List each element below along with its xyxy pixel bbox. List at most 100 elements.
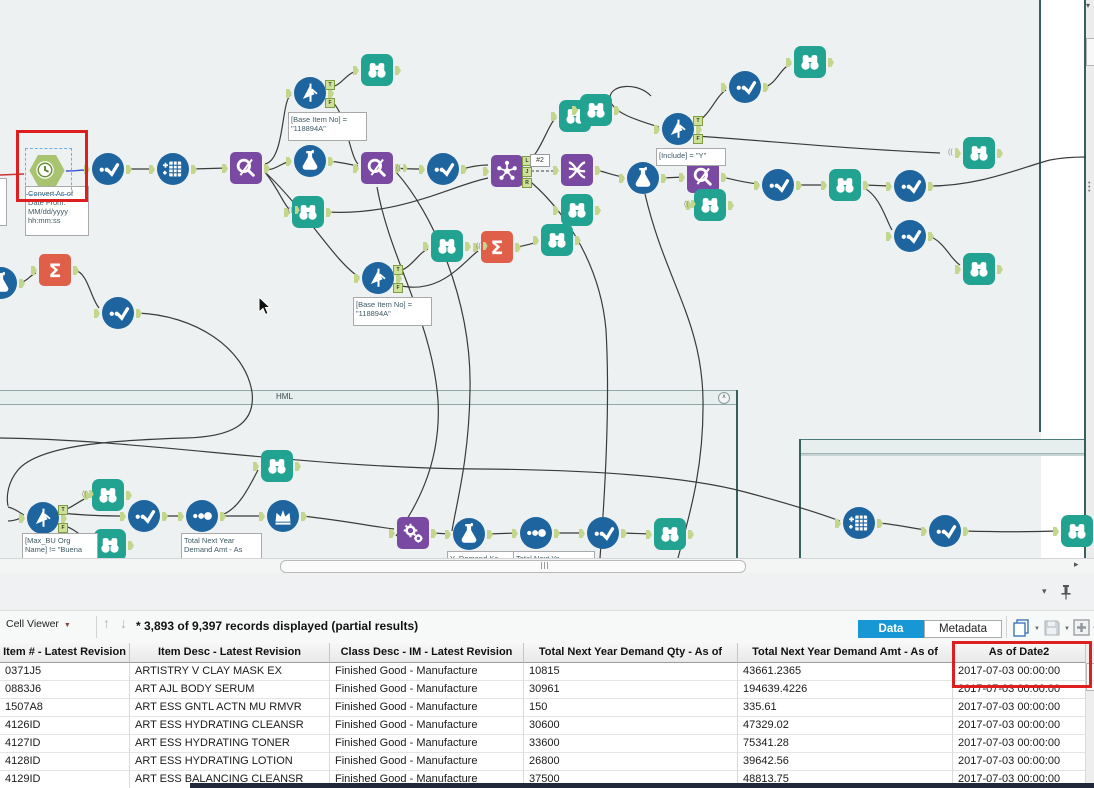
table-cell[interactable]: 4127ID <box>0 735 130 753</box>
tool-multidots[interactable] <box>186 500 218 532</box>
cell-viewer-dropdown[interactable]: Cell Viewer▼ <box>6 618 71 630</box>
table-cell[interactable]: 2017-07-03 00:00:00 <box>953 699 1086 717</box>
anchor-r[interactable]: R <box>522 178 532 188</box>
table-cell[interactable]: 4129ID <box>0 771 130 788</box>
tool-browse[interactable] <box>261 450 293 482</box>
table-cell[interactable]: 4126ID <box>0 717 130 735</box>
pin-icon[interactable] <box>1060 584 1072 600</box>
tool-formula[interactable] <box>453 518 485 550</box>
tool-browse[interactable] <box>580 94 612 126</box>
add-window-icon[interactable] <box>1072 618 1092 638</box>
tool-browse[interactable] <box>92 479 124 511</box>
column-header[interactable]: As of Date2 <box>953 643 1086 663</box>
column-header[interactable]: Total Next Year Demand Qty - As of <box>524 643 738 663</box>
anchor-f[interactable]: F <box>393 283 403 293</box>
table-cell[interactable]: 2017-07-03 00:00:00 <box>953 663 1086 681</box>
table-cell[interactable]: ART ESS GNTL ACTN MU RMVR <box>130 699 330 717</box>
panel-menu-icon[interactable]: ▾ <box>1042 586 1047 596</box>
tool-browse[interactable] <box>963 137 995 169</box>
tool-unique[interactable] <box>729 71 761 103</box>
up-arrow-icon[interactable]: ↑ <box>103 615 110 631</box>
table-cell[interactable]: Finished Good - Manufacture <box>330 681 524 699</box>
table-cell[interactable]: 2017-07-03 00:00:00 <box>953 753 1086 771</box>
tool-annotation[interactable]: Total Next Ye <box>513 551 595 558</box>
tool-annotation[interactable]: [Base Item No] = "118894A" <box>288 112 367 141</box>
table-vscrollbar-track[interactable] <box>1086 643 1094 788</box>
tool-sigma[interactable] <box>39 254 71 286</box>
column-header[interactable]: Item Desc - Latest Revision <box>130 643 330 663</box>
column-header[interactable]: Class Desc - IM - Latest Revision <box>330 643 524 663</box>
tool-browse[interactable] <box>794 46 826 78</box>
tool-formula[interactable] <box>627 162 659 194</box>
table-cell[interactable]: Finished Good - Manufacture <box>330 663 524 681</box>
chevron-down-icon[interactable]: ▼ <box>1034 626 1040 632</box>
copy-icon[interactable] <box>1012 618 1032 638</box>
tab-metadata[interactable]: Metadata <box>924 620 1002 638</box>
table-cell[interactable]: ART ESS HYDRATING LOTION <box>130 753 330 771</box>
tool-annotation[interactable]: [Base Item No] = "118894A" <box>353 297 432 326</box>
anchor-f[interactable]: F <box>325 98 335 108</box>
tab-data[interactable]: Data <box>858 620 924 638</box>
tool-crown[interactable] <box>267 500 299 532</box>
tool-tablesparkle[interactable] <box>157 153 189 185</box>
table-cell[interactable]: 4128ID <box>0 753 130 771</box>
table-cell[interactable]: Finished Good - Manufacture <box>330 717 524 735</box>
tool-browse[interactable] <box>431 230 463 262</box>
tool-select[interactable] <box>687 161 719 193</box>
table-cell[interactable]: 33600 <box>524 735 738 753</box>
table-cell[interactable]: 75341.28 <box>738 735 953 753</box>
container-hml-header[interactable] <box>0 390 738 405</box>
tool-browse[interactable] <box>694 189 726 221</box>
table-cell[interactable]: 47329.02 <box>738 717 953 735</box>
chevron-down-icon[interactable]: ▼ <box>1092 626 1094 632</box>
table-cell[interactable]: 0371J5 <box>0 663 130 681</box>
tool-unique[interactable] <box>762 169 794 201</box>
container2-header[interactable] <box>799 439 1094 454</box>
tool-formula[interactable] <box>294 145 326 177</box>
table-cell[interactable]: 43661.2365 <box>738 663 953 681</box>
tool-select[interactable] <box>230 152 262 184</box>
tool-annotation[interactable]: Total Next Year Demand Amt - As <box>181 533 262 558</box>
tool-annotation[interactable]: Y- Demand Ke <box>447 551 517 558</box>
table-cell[interactable]: ART ESS HYDRATING TONER <box>130 735 330 753</box>
table-cell[interactable]: 2017-07-03 00:00:00 <box>953 735 1086 753</box>
table-cell[interactable]: 335.61 <box>738 699 953 717</box>
tool-gears[interactable] <box>397 517 429 549</box>
table-cell[interactable]: Finished Good - Manufacture <box>330 753 524 771</box>
anchor-t[interactable]: T <box>693 116 703 126</box>
tool-unique[interactable] <box>587 517 619 549</box>
anchor-f[interactable]: F <box>58 523 68 533</box>
canvas-hscrollbar-thumb[interactable] <box>280 560 746 573</box>
table-cell[interactable]: 194639.4226 <box>738 681 953 699</box>
tool-select[interactable] <box>361 152 393 184</box>
scroll-right-icon[interactable]: ▸ <box>1074 559 1079 569</box>
table-cell[interactable]: 150 <box>524 699 738 717</box>
tool-annotation[interactable]: [Include] = "Y" <box>656 148 726 166</box>
tool-unique[interactable] <box>427 153 459 185</box>
tool-browse[interactable] <box>1061 515 1093 547</box>
tool-browse[interactable] <box>829 169 861 201</box>
table-cell[interactable]: Finished Good - Manufacture <box>330 699 524 717</box>
table-cell[interactable]: ART AJL BODY SERUM <box>130 681 330 699</box>
tool-formula[interactable] <box>0 267 17 299</box>
tool-unique[interactable] <box>894 170 926 202</box>
tool-unique[interactable] <box>102 297 134 329</box>
table-cell[interactable]: 26800 <box>524 753 738 771</box>
table-cell[interactable]: ARTISTRY V CLAY MASK EX <box>130 663 330 681</box>
tool-unique[interactable] <box>894 220 926 252</box>
anchor-j[interactable]: J <box>522 167 532 177</box>
tool-browse[interactable] <box>963 253 995 285</box>
tool-browse[interactable] <box>561 194 593 226</box>
table-cell[interactable]: 2017-07-03 00:00:00 <box>953 717 1086 735</box>
table-cell[interactable]: 39642.56 <box>738 753 953 771</box>
tool-datetime[interactable] <box>29 154 65 187</box>
table-cell[interactable]: 30600 <box>524 717 738 735</box>
table-cell[interactable]: Finished Good - Manufacture <box>330 735 524 753</box>
container-collapse-button[interactable]: ∧ <box>718 392 730 404</box>
column-header[interactable]: Total Next Year Demand Amt - As of <box>738 643 953 663</box>
